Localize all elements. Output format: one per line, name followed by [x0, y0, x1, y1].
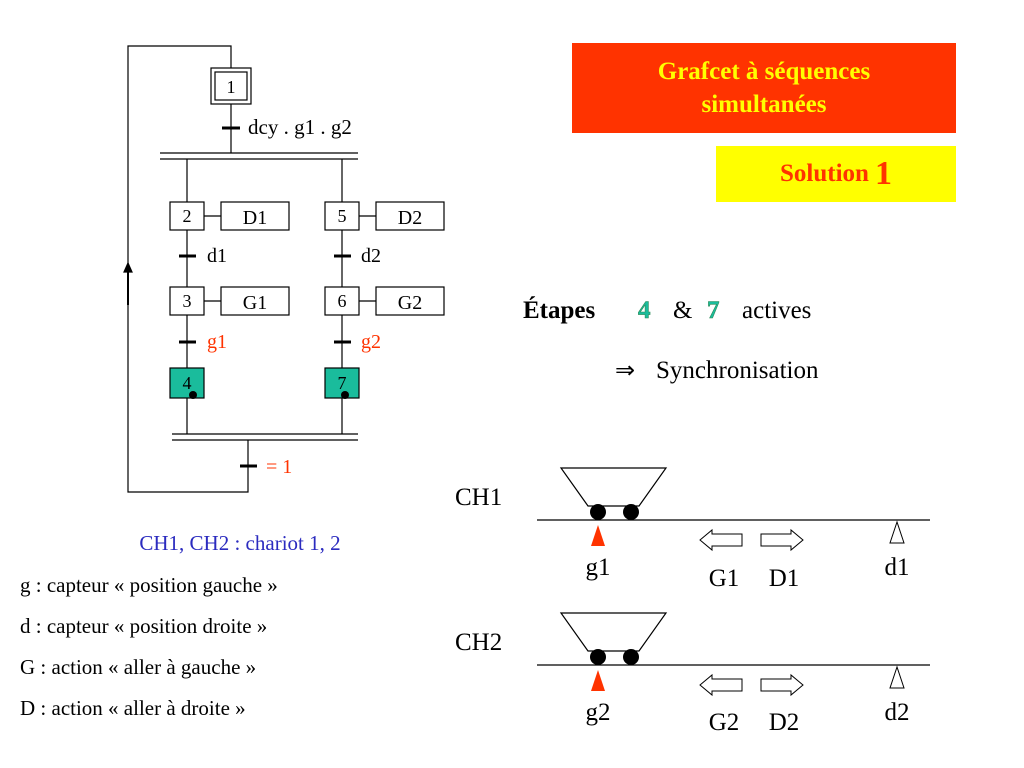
- ch2-sensor-left: [591, 670, 605, 691]
- ch2-wheel-right: [623, 649, 639, 665]
- token-step-7: [341, 391, 349, 399]
- title-line-1: Grafcet à séquences: [657, 58, 871, 85]
- step-1-label: 1: [227, 77, 236, 97]
- legend-G: G : action « aller à gauche »: [20, 655, 257, 679]
- ch2-arrow-left-icon: [699, 673, 743, 697]
- ch1-left-sensor: g1: [586, 554, 611, 581]
- step-6-label: 6: [338, 291, 347, 311]
- title-line-2: simultanées: [701, 91, 827, 118]
- step-1-box-inner: [214, 71, 248, 101]
- step-1-box-outer: [210, 67, 252, 105]
- active-steps-label: Étapes: [523, 296, 596, 324]
- ch2-name: CH2: [455, 629, 502, 656]
- active-amp: &: [673, 297, 692, 324]
- loop-back-line: [127, 45, 249, 493]
- legend-D: D : action « aller à droite »: [20, 696, 246, 720]
- ch1-left-action: G1: [709, 565, 740, 592]
- transition-end-label: = 1: [266, 456, 292, 478]
- legend-g: g : capteur « position gauche »: [20, 573, 278, 597]
- transition-d2-label: d2: [361, 245, 381, 267]
- ch2-arrow-right-icon: [760, 673, 804, 697]
- title-box: Grafcet à séquences simultanées: [572, 43, 956, 133]
- ch1-arrow-right-icon: [760, 528, 804, 552]
- ch1-right-sensor: d1: [885, 554, 910, 581]
- transition-g2-label: g2: [361, 331, 381, 353]
- ch2-scene: CH2 g2 d2 G2 D2: [455, 612, 930, 736]
- active-step-b: 7: [707, 297, 720, 324]
- ch2-right-action: D2: [769, 709, 800, 736]
- transition-g1-label: g1: [207, 331, 227, 353]
- step-2-label: 2: [183, 206, 192, 226]
- active-suffix: actives: [742, 297, 811, 324]
- action-d2-box: [375, 201, 445, 231]
- ch1-name: CH1: [455, 484, 502, 511]
- action-g1-box: [220, 286, 290, 316]
- ch2-sensor-right: [889, 665, 905, 689]
- sync-text: Synchronisation: [656, 357, 819, 384]
- transition-d1-label: d1: [207, 245, 227, 267]
- action-d2-label: D2: [398, 207, 422, 229]
- legend-chariots: CH1, CH2 : chariot 1, 2: [139, 531, 341, 555]
- sync-arrow: ⇒: [615, 356, 635, 384]
- ch1-sensor-left: [591, 525, 605, 546]
- ch2-right-sensor: d2: [885, 699, 910, 726]
- ch2-left-action: G2: [709, 709, 740, 736]
- action-g1-label: G1: [243, 292, 267, 314]
- step-4-box: [169, 367, 205, 399]
- ch1-right-action: D1: [769, 565, 800, 592]
- step-5-box: [324, 201, 360, 231]
- transition-start-label: dcy . g1 . g2: [248, 115, 352, 139]
- action-d1-box: [220, 201, 290, 231]
- token-step-4: [189, 391, 197, 399]
- ch2-left-sensor: g2: [586, 699, 611, 726]
- ch1-wheel-right: [623, 504, 639, 520]
- ch1-wheel-left: [590, 504, 606, 520]
- step-4-label: 4: [183, 373, 192, 393]
- solution-label: Solution: [780, 160, 869, 187]
- step-3-label: 3: [183, 291, 192, 311]
- solution-box: Solution 1: [716, 146, 956, 202]
- loop-arrow-head: [123, 261, 133, 273]
- step-5-label: 5: [338, 206, 347, 226]
- ch2-cart-body: [559, 612, 668, 652]
- ch1-arrow-left-icon: [699, 528, 743, 552]
- grafcet: [123, 45, 445, 493]
- step-7-label: 7: [338, 373, 347, 393]
- ch1-cart-body: [559, 467, 668, 507]
- action-d1-label: D1: [243, 207, 267, 229]
- action-g2-box: [375, 286, 445, 316]
- solution-number: 1: [874, 155, 892, 192]
- ch2-wheel-left: [590, 649, 606, 665]
- active-step-a: 4: [638, 297, 651, 324]
- action-g2-label: G2: [398, 292, 422, 314]
- ch1-sensor-right: [889, 520, 905, 544]
- legend-d: d : capteur « position droite »: [20, 614, 268, 638]
- ch1-scene: CH1 g1 d1 G1 D1: [455, 467, 930, 592]
